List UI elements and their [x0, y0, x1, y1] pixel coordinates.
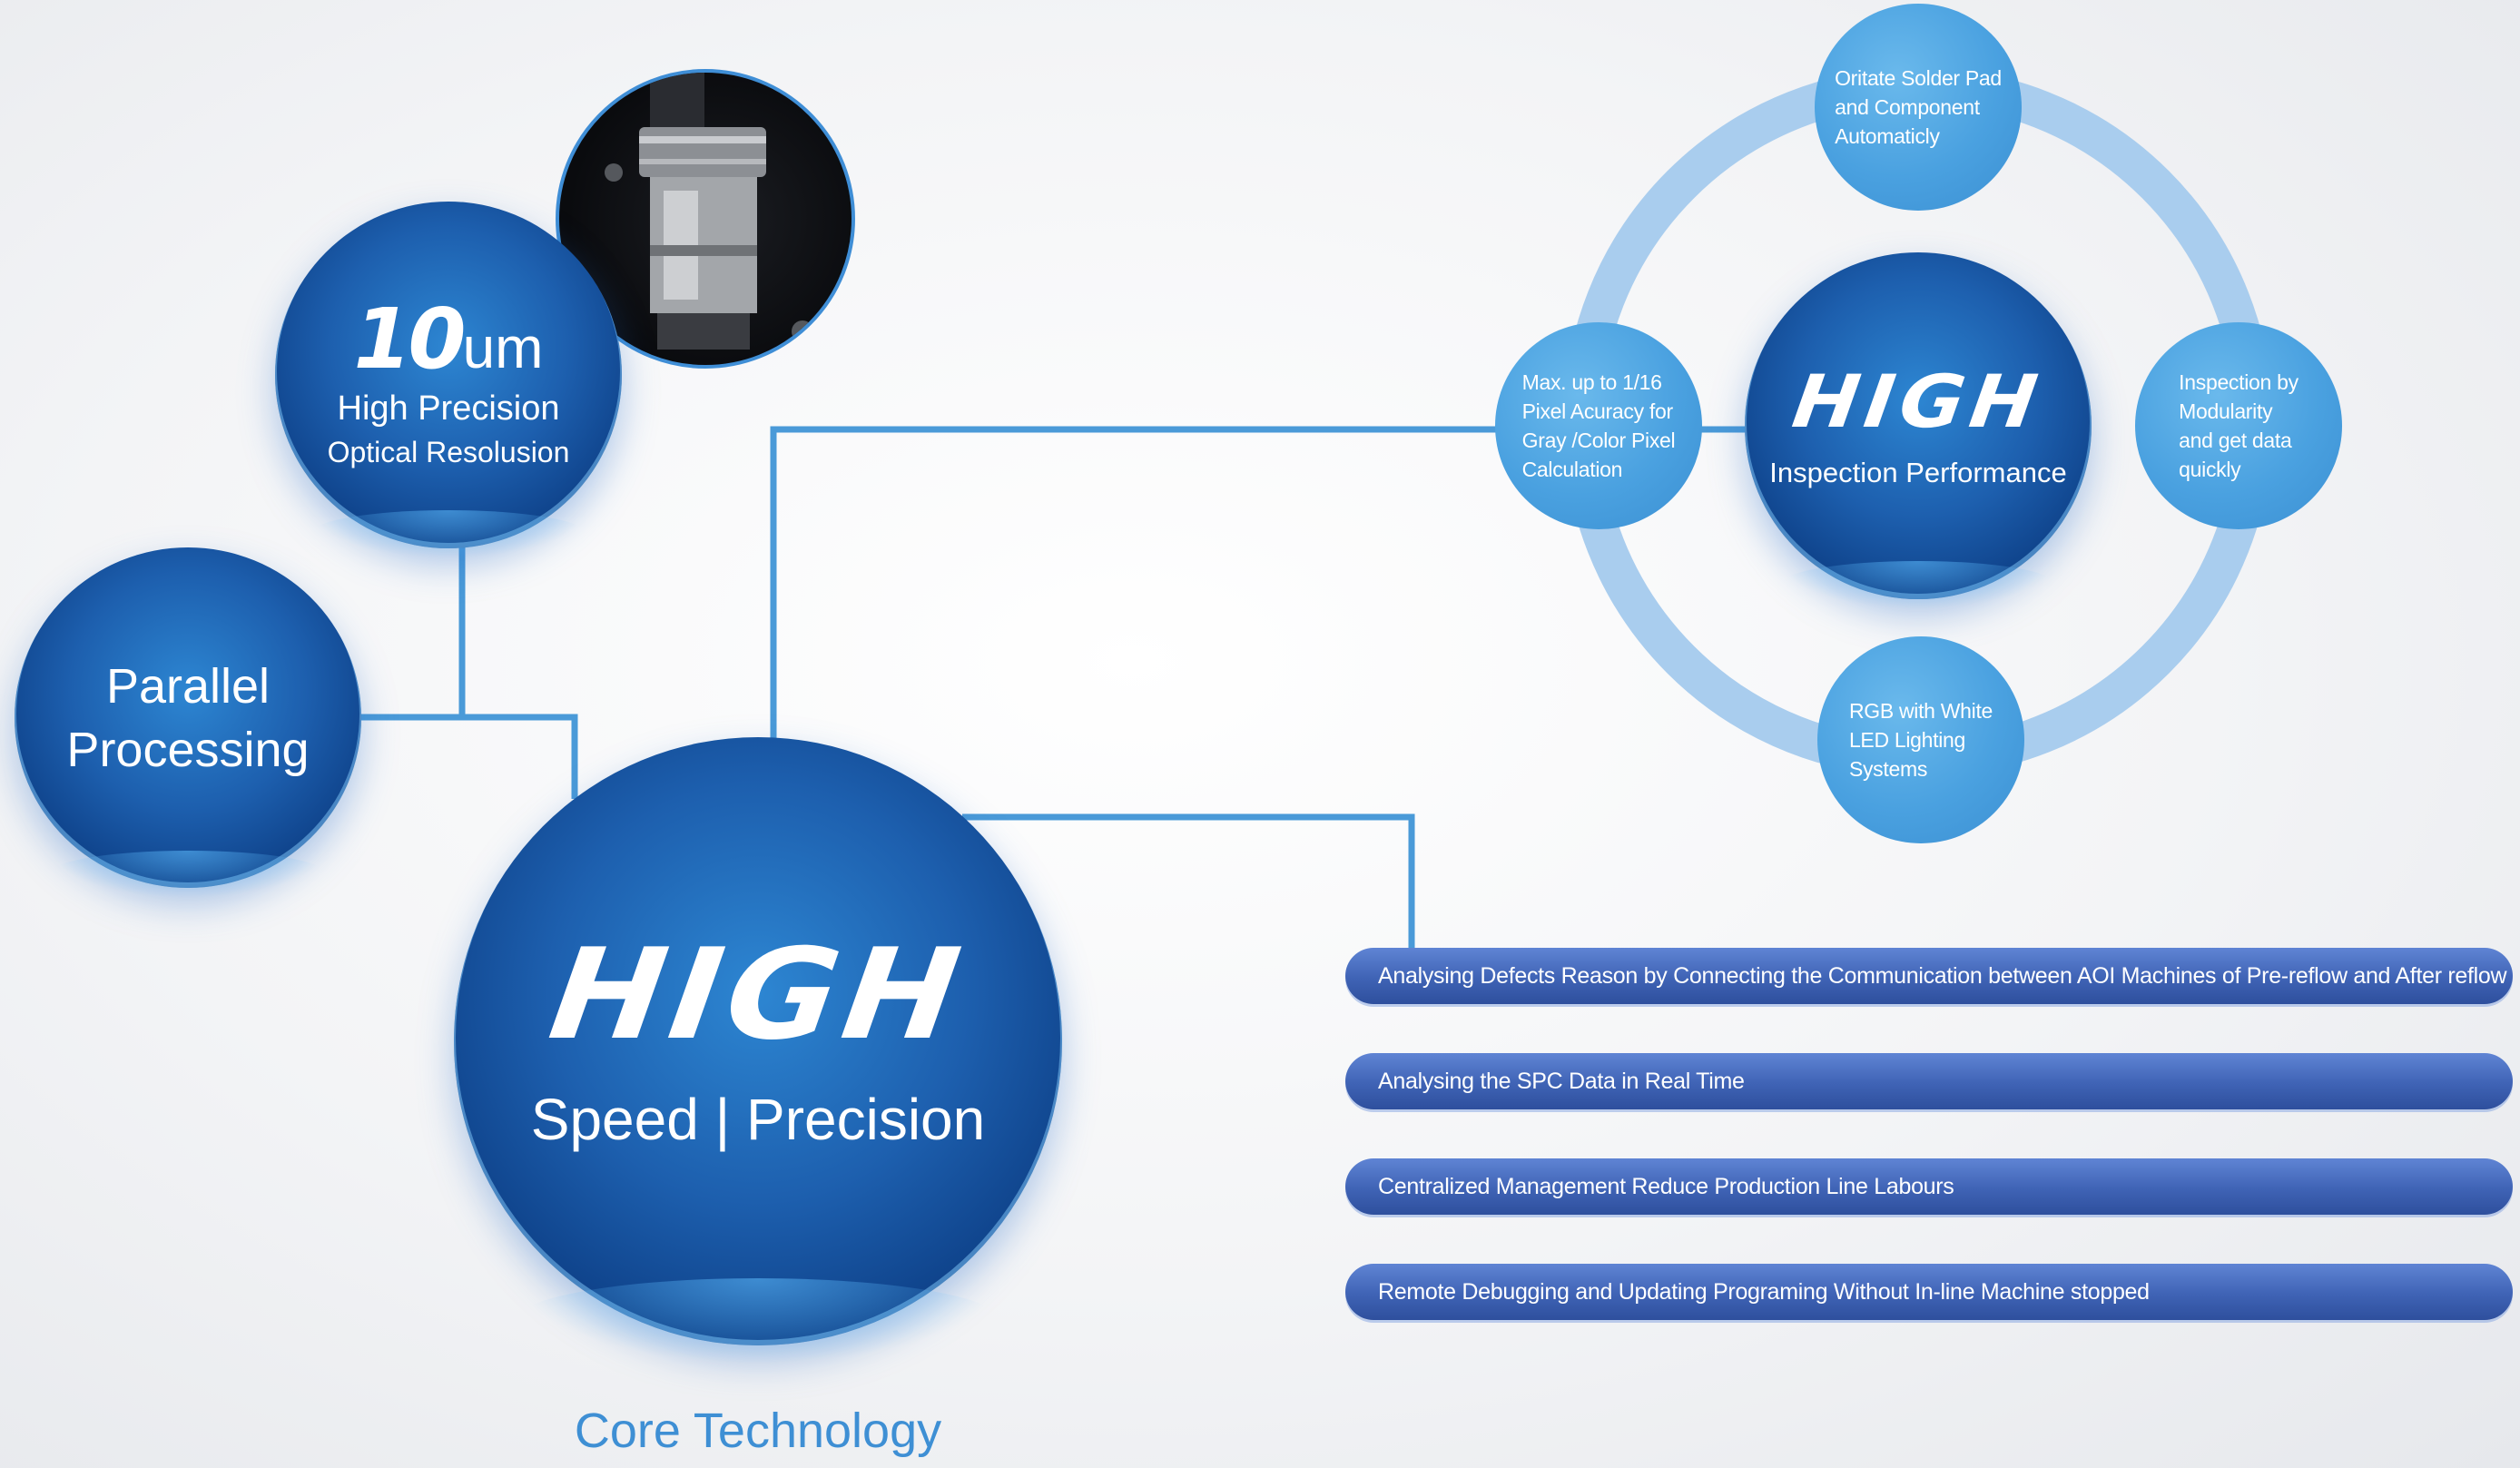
inspection-high-node: HIGH Inspection Performance: [1745, 252, 2092, 610]
precision-value: 10: [353, 290, 467, 388]
precision-value-row: 10um: [354, 291, 544, 388]
inspection-high-label: HIGH: [1787, 359, 2049, 444]
satellite-solder-pad-text: Oritate Solder Pad and Component Automat…: [1835, 66, 2002, 148]
satellite-rgb-lighting-text: RGB with White LED Lighting Systems: [1848, 699, 1993, 781]
precision-line-1: High Precision: [337, 389, 560, 428]
feature-bar-spc-data: Analysing the SPC Data in Real Time: [1345, 1053, 2513, 1109]
satellite-pixel-accuracy: Max. up to 1/16 Pixel Acuracy for Gray /…: [1495, 322, 1702, 529]
connector-core-to-inspection: [770, 426, 1507, 749]
satellite-modularity: Inspection by Modularity and get data qu…: [2135, 322, 2342, 529]
core-subtitle: Speed | Precision: [530, 1086, 986, 1152]
inspection-subtitle: Inspection Performance: [1769, 456, 2067, 488]
core-high-node: HIGH Speed | Precision: [454, 737, 1062, 1365]
feature-bar-centralized-management: Centralized Management Reduce Production…: [1345, 1158, 2513, 1215]
precision-line-2: Optical Resolusion: [327, 435, 570, 468]
precision-unit: um: [462, 314, 544, 380]
parallel-line-2: Processing: [66, 722, 310, 777]
parallel-processing-node: Parallel Processing: [15, 547, 361, 899]
core-caption: Core Technology: [574, 1404, 942, 1458]
satellite-solder-pad: Oritate Solder Pad and Component Automat…: [1815, 4, 2022, 211]
feature-bar-defect-analysis: Analysing Defects Reason by Connecting t…: [1345, 948, 2513, 1004]
feature-bar-remote-debugging: Remote Debugging and Updating Programing…: [1345, 1264, 2513, 1320]
camera-lens-photo: [556, 69, 855, 369]
satellite-pixel-accuracy-text: Max. up to 1/16 Pixel Acuracy for Gray /…: [1521, 370, 1676, 481]
core-high-label: HIGH: [542, 921, 974, 1068]
satellite-rgb-lighting: RGB with White LED Lighting Systems: [1817, 636, 2024, 843]
connector-core-to-features: [962, 813, 1415, 953]
parallel-line-1: Parallel: [105, 658, 271, 714]
satellite-modularity-text: Inspection by Modularity and get data qu…: [2179, 370, 2299, 481]
connector-precision-to-core: [458, 536, 578, 799]
precision-node: 10um High Precision Optical Resolusion: [275, 202, 622, 559]
